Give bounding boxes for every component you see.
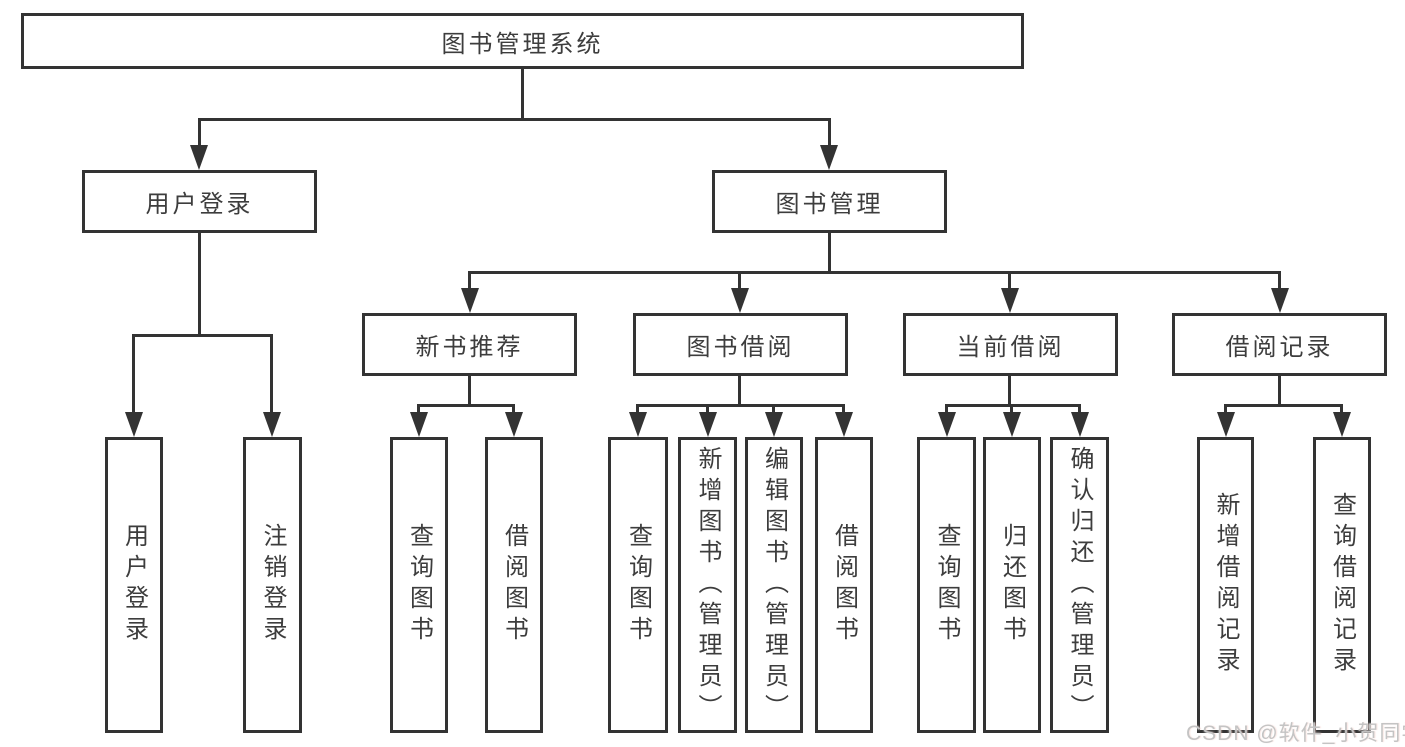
connector-line bbox=[270, 334, 273, 416]
node-label: 借阅图书 bbox=[830, 523, 858, 647]
node-label: 当前借阅 bbox=[956, 334, 1065, 361]
node-label: 借阅图书 bbox=[500, 523, 528, 647]
arrow-down-icon bbox=[461, 288, 479, 313]
connector-line bbox=[945, 404, 948, 417]
arrow-down-icon bbox=[190, 145, 208, 170]
node-query-book-current: 查询图书 bbox=[917, 437, 976, 733]
connector-line bbox=[1278, 376, 1281, 407]
node-label: 借阅记录 bbox=[1225, 334, 1334, 361]
node-borrowing-records: 借阅记录 bbox=[1172, 313, 1387, 376]
node-label: 图书管理系统 bbox=[441, 30, 604, 58]
connector-line bbox=[468, 376, 471, 407]
node-label: 查询图书 bbox=[933, 523, 960, 647]
node-label: 用户登录 bbox=[145, 191, 254, 218]
node-new-book-recommendation: 新书推荐 bbox=[362, 313, 577, 376]
connector-line bbox=[828, 233, 831, 274]
arrow-down-icon bbox=[1217, 412, 1235, 437]
arrow-down-icon bbox=[629, 412, 647, 437]
node-confirm-return-admin: 确认归还（管理员） bbox=[1050, 437, 1109, 733]
arrow-down-icon bbox=[820, 145, 838, 170]
node-book-management: 图书管理 bbox=[712, 170, 947, 233]
connector-line bbox=[132, 334, 135, 416]
connector-line bbox=[1278, 271, 1281, 293]
arrow-down-icon bbox=[938, 412, 956, 437]
connector-line bbox=[636, 404, 639, 417]
connector-line bbox=[417, 404, 515, 407]
connector-line bbox=[706, 404, 709, 417]
connector-line bbox=[1010, 404, 1013, 417]
arrow-down-icon bbox=[1333, 412, 1351, 437]
node-return-book: 归还图书 bbox=[983, 437, 1041, 733]
connector-line bbox=[1078, 404, 1081, 417]
node-edit-book-admin: 编辑图书（管理员） bbox=[745, 437, 803, 733]
node-label: 查询图书 bbox=[405, 523, 433, 647]
node-label: 查询借阅记录 bbox=[1328, 492, 1356, 678]
node-user-login-group: 用户登录 bbox=[82, 170, 317, 233]
csdn-watermark: CSDN @软件_小贺同学 bbox=[1186, 722, 1405, 745]
connector-line bbox=[198, 118, 201, 150]
connector-line bbox=[512, 404, 515, 417]
arrow-down-icon bbox=[505, 412, 523, 437]
connector-line bbox=[738, 271, 741, 293]
node-user-login: 用户登录 bbox=[105, 437, 163, 733]
connector-line bbox=[1008, 376, 1011, 407]
node-label: 新增借阅记录 bbox=[1212, 492, 1239, 678]
arrow-down-icon bbox=[1071, 412, 1089, 437]
node-query-borrow-record: 查询借阅记录 bbox=[1313, 437, 1371, 733]
node-label: 注销登录 bbox=[259, 523, 286, 647]
arrow-down-icon bbox=[765, 412, 783, 437]
arrow-down-icon bbox=[410, 412, 428, 437]
connector-line bbox=[738, 376, 741, 407]
connector-line bbox=[1224, 404, 1227, 417]
node-logout: 注销登录 bbox=[243, 437, 302, 733]
node-label: 编辑图书（管理员） bbox=[760, 445, 788, 725]
node-label: 查询图书 bbox=[624, 523, 652, 647]
node-label: 归还图书 bbox=[998, 523, 1026, 647]
connector-line bbox=[1340, 404, 1343, 417]
node-query-book-recommend: 查询图书 bbox=[390, 437, 448, 733]
node-label: 新增图书（管理员） bbox=[694, 445, 721, 725]
connector-line bbox=[198, 118, 831, 121]
connector-line bbox=[772, 404, 775, 417]
connector-line bbox=[636, 404, 844, 407]
node-library-management-system: 图书管理系统 bbox=[21, 13, 1024, 69]
node-label: 图书借阅 bbox=[686, 334, 795, 361]
connector-line bbox=[521, 69, 524, 120]
node-add-book-admin: 新增图书（管理员） bbox=[678, 437, 737, 733]
arrow-down-icon bbox=[731, 288, 749, 313]
node-label: 确认归还（管理员） bbox=[1066, 445, 1093, 725]
arrow-down-icon bbox=[125, 412, 143, 437]
connector-line bbox=[1008, 271, 1011, 293]
node-label: 用户登录 bbox=[120, 523, 148, 647]
node-borrow-book: 借阅图书 bbox=[815, 437, 873, 733]
connector-line bbox=[828, 118, 831, 150]
arrow-down-icon bbox=[835, 412, 853, 437]
arrow-down-icon bbox=[699, 412, 717, 437]
arrow-down-icon bbox=[1271, 288, 1289, 313]
arrow-down-icon bbox=[1003, 412, 1021, 437]
node-label: 新书推荐 bbox=[415, 334, 524, 361]
connector-line bbox=[198, 233, 201, 337]
node-add-borrow-record: 新增借阅记录 bbox=[1197, 437, 1254, 733]
arrow-down-icon bbox=[1001, 288, 1019, 313]
node-label: 图书管理 bbox=[775, 191, 884, 218]
node-borrow-book-recommend: 借阅图书 bbox=[485, 437, 543, 733]
connector-line bbox=[468, 271, 471, 293]
node-query-book-borrowing: 查询图书 bbox=[608, 437, 668, 733]
connector-line bbox=[842, 404, 845, 417]
connector-line bbox=[1224, 404, 1342, 407]
node-book-borrowing: 图书借阅 bbox=[633, 313, 848, 376]
connector-line bbox=[132, 334, 273, 337]
connector-line bbox=[417, 404, 420, 417]
connector-line bbox=[468, 271, 1280, 274]
arrow-down-icon bbox=[263, 412, 281, 437]
node-current-borrowing: 当前借阅 bbox=[903, 313, 1118, 376]
